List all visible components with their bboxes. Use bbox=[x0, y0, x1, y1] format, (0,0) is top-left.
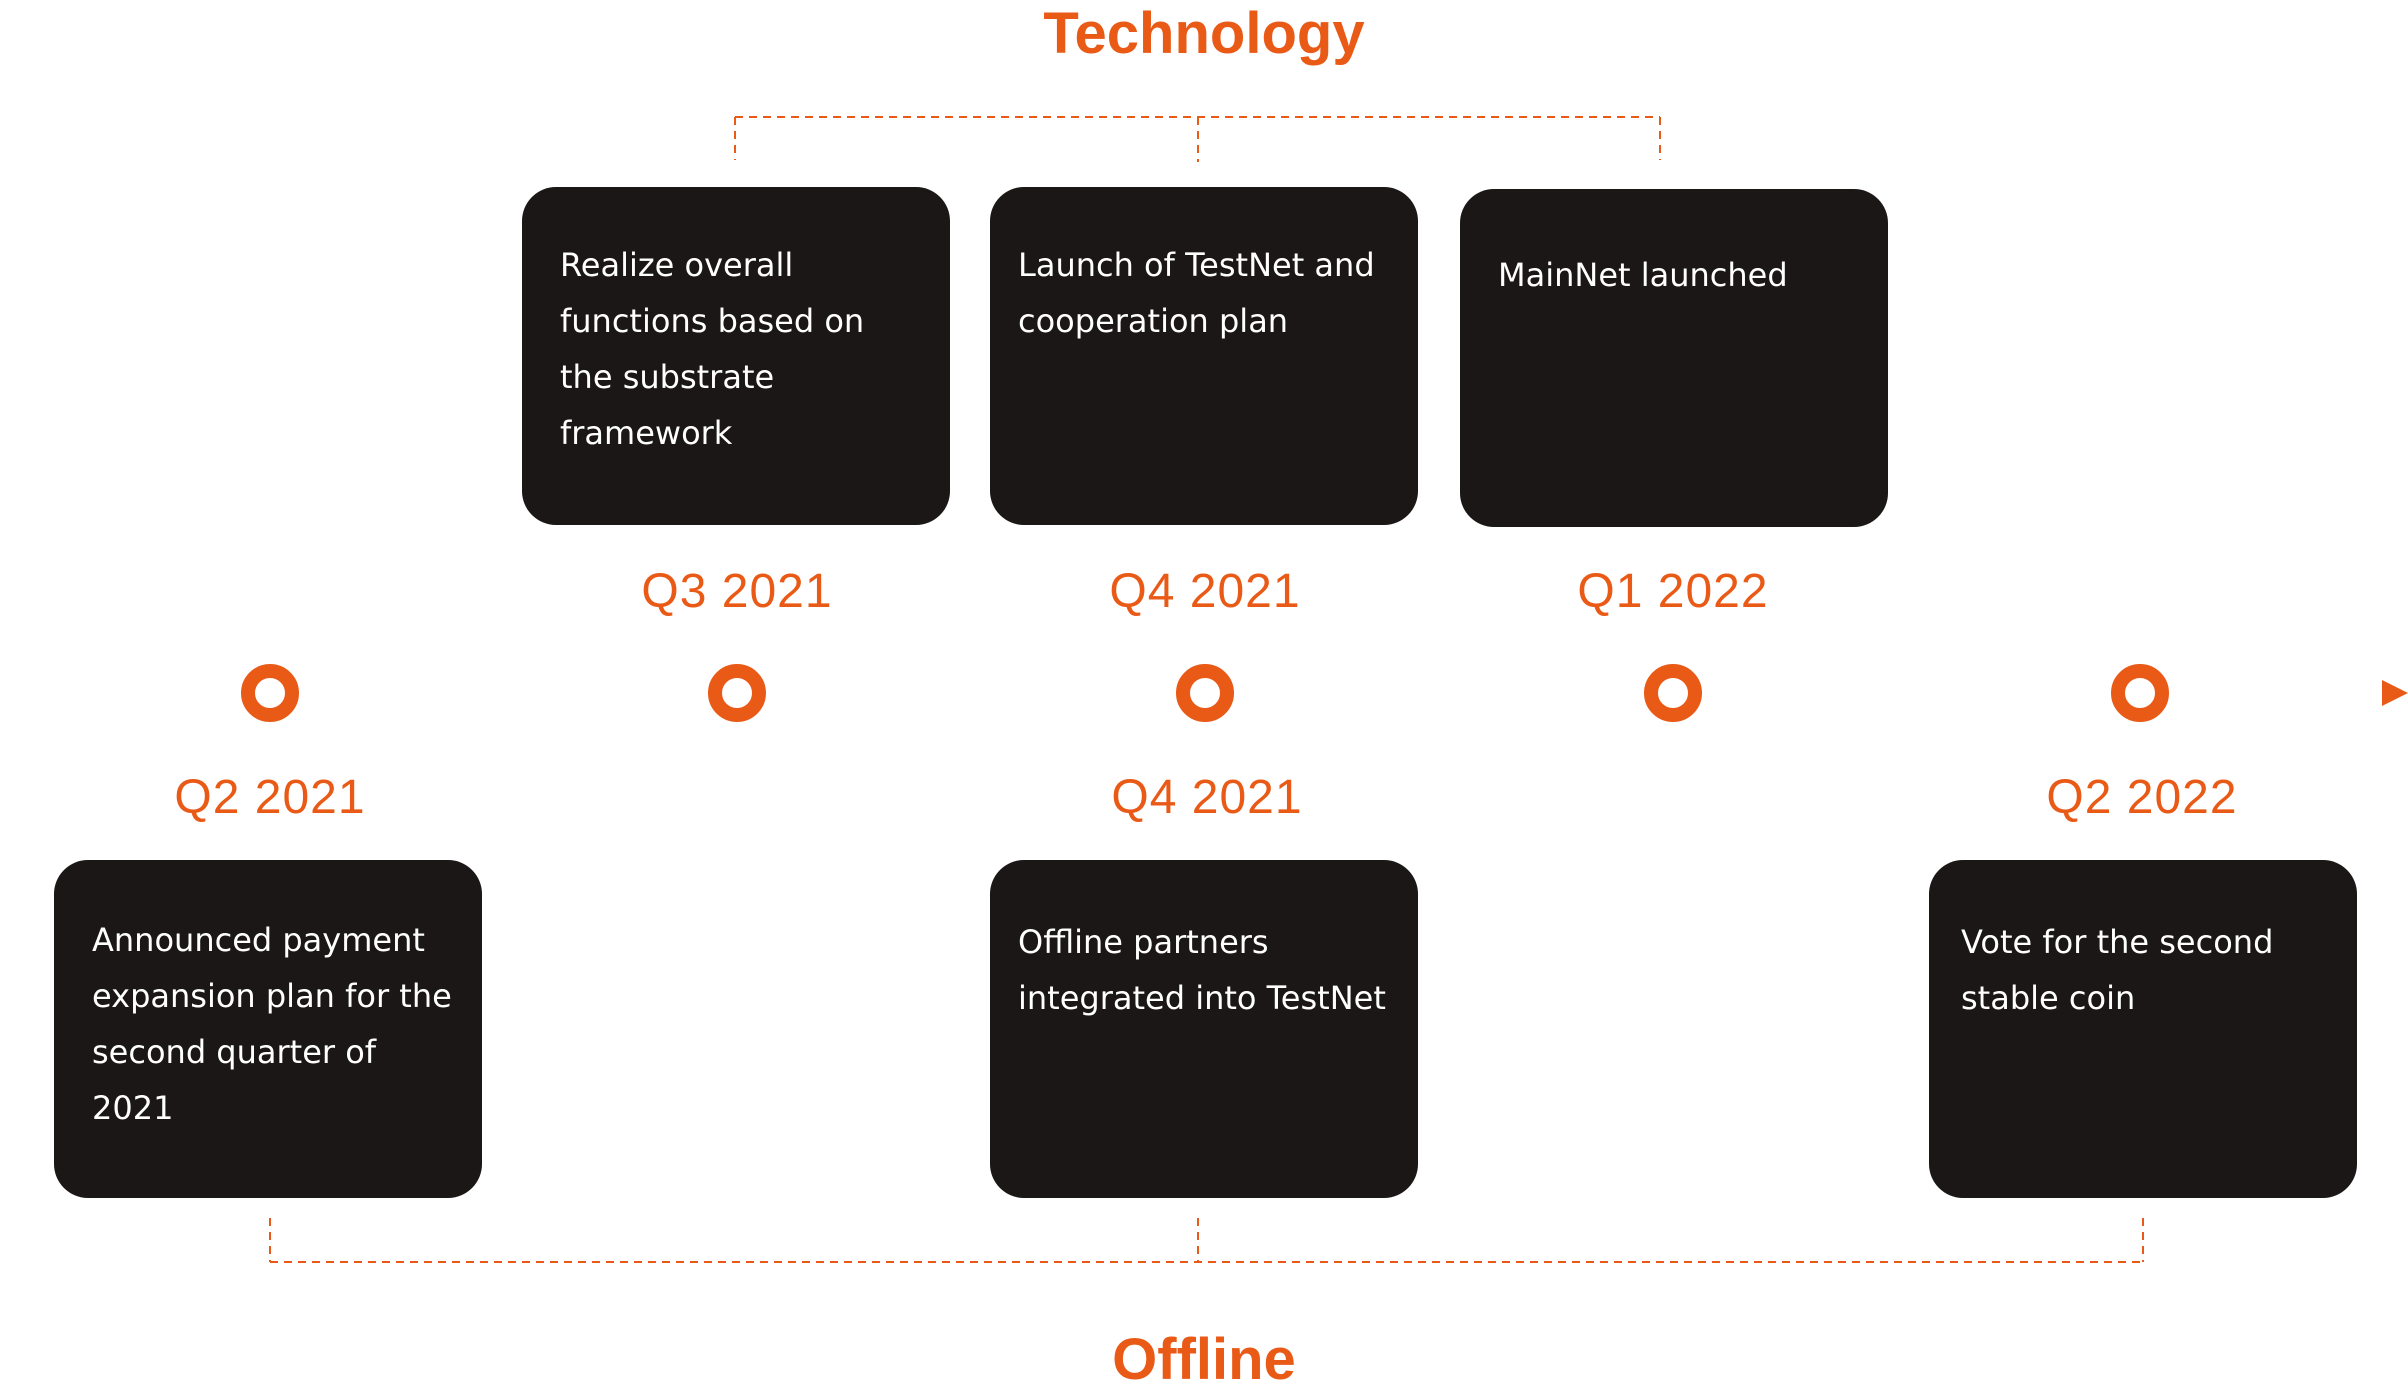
timeline-node bbox=[708, 664, 766, 722]
milestone-description: Offline partners integrated into TestNet bbox=[1018, 923, 1386, 1017]
milestone-date-q4-2021-technology: Q4 2021 bbox=[1109, 565, 1301, 618]
timeline-node bbox=[2111, 664, 2169, 722]
milestone-description: Realize overall functions based on the s… bbox=[560, 246, 865, 452]
milestone-date-q3-2021: Q3 2021 bbox=[641, 565, 833, 618]
milestone-card-q4-2021-offline: Offline partners integrated into TestNet bbox=[990, 860, 1418, 1198]
milestone-description: MainNet launched bbox=[1498, 256, 1788, 294]
milestone-description: Announced payment expansion plan for the… bbox=[92, 921, 452, 1127]
milestone-card-q1-2022: MainNet launched bbox=[1460, 189, 1888, 527]
milestone-date-q4-2021-offline: Q4 2021 bbox=[1111, 771, 1303, 824]
offline-bracket bbox=[269, 1218, 2144, 1263]
milestone-description: Vote for the second stable coin bbox=[1961, 923, 2274, 1017]
offline-group-title: Offline bbox=[1112, 1327, 1296, 1392]
milestone-description: Launch of TestNet and cooperation plan bbox=[1018, 246, 1375, 340]
milestone-card-q2-2022: Vote for the second stable coin bbox=[1929, 860, 2357, 1198]
milestone-card-q4-2021-technology: Launch of TestNet and cooperation plan bbox=[990, 187, 1418, 525]
timeline-node bbox=[241, 664, 299, 722]
milestone-card-q2-2021: Announced payment expansion plan for the… bbox=[54, 860, 482, 1198]
milestone-card-q3-2021: Realize overall functions based on the s… bbox=[522, 187, 950, 525]
milestone-date-q2-2022: Q2 2022 bbox=[2046, 771, 2238, 824]
technology-bracket bbox=[734, 116, 1661, 162]
timeline-node bbox=[1644, 664, 1702, 722]
timeline-arrowhead bbox=[2382, 680, 2408, 706]
milestone-date-q1-2022: Q1 2022 bbox=[1577, 565, 1769, 618]
technology-group-title: Technology bbox=[1043, 1, 1365, 66]
milestone-date-q2-2021: Q2 2021 bbox=[174, 771, 366, 824]
timeline-node bbox=[1176, 664, 1234, 722]
